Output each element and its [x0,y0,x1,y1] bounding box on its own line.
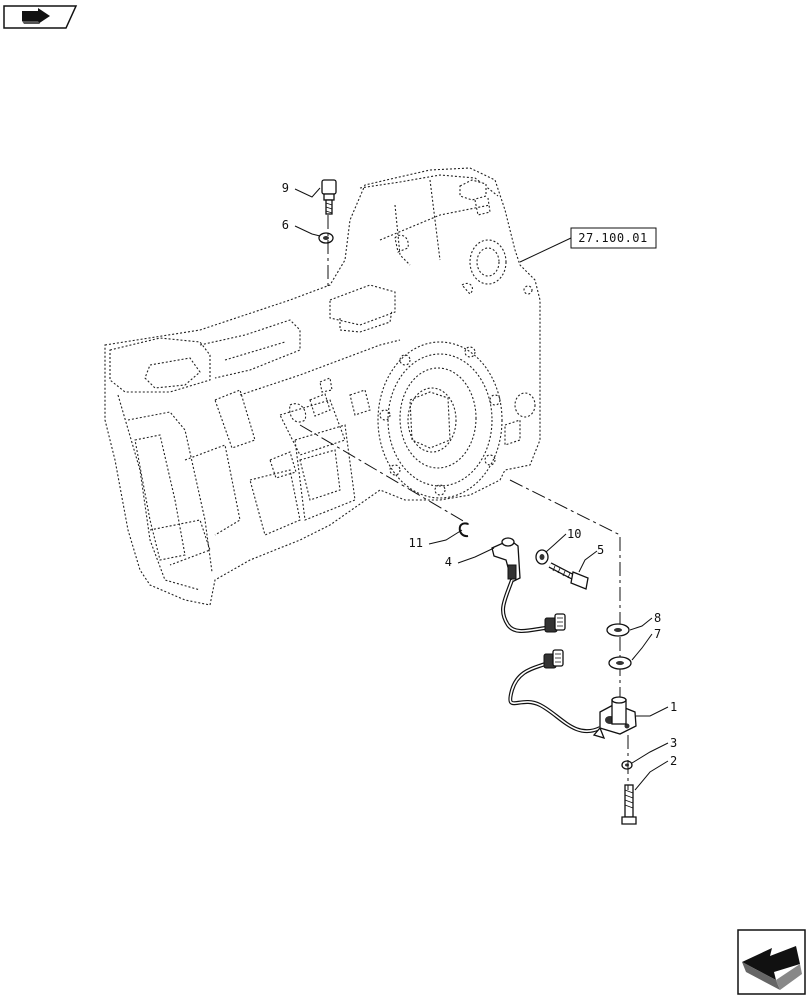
part-9-plug [321,179,337,215]
part-5-bolt [548,562,589,590]
callout-4: 4 [445,555,452,569]
part-4-sensor [491,537,566,633]
callout-9: 9 [282,181,289,195]
next-page-arrow-icon[interactable] [737,929,806,995]
callout-10: 10 [567,527,581,541]
callout-5: 5 [597,543,604,557]
callout-2: 2 [670,754,677,768]
part-8-washer [606,623,630,637]
reference-box[interactable]: 27.100.01 [519,227,657,263]
callout-11: 11 [409,536,423,550]
callout-7: 7 [654,627,661,641]
callout-3: 3 [670,736,677,750]
part-1-sensor [508,649,637,740]
part-3-washer [621,760,633,770]
callout-6: 6 [282,218,289,232]
callout-1: 1 [670,700,677,714]
callout-8: 8 [654,611,661,625]
transmission-housing [104,167,541,606]
part-11-ring [458,522,469,538]
book-arrow-icon[interactable] [3,5,78,29]
part-10-washer [535,549,549,565]
part-7-washer [608,656,632,670]
reference-label: 27.100.01 [578,231,648,245]
part-6-washer [318,232,334,244]
callout-labels: 9 6 11 4 10 5 8 7 1 3 2 [282,181,677,768]
part-2-screw [621,784,637,825]
callout-leaders [294,187,669,791]
